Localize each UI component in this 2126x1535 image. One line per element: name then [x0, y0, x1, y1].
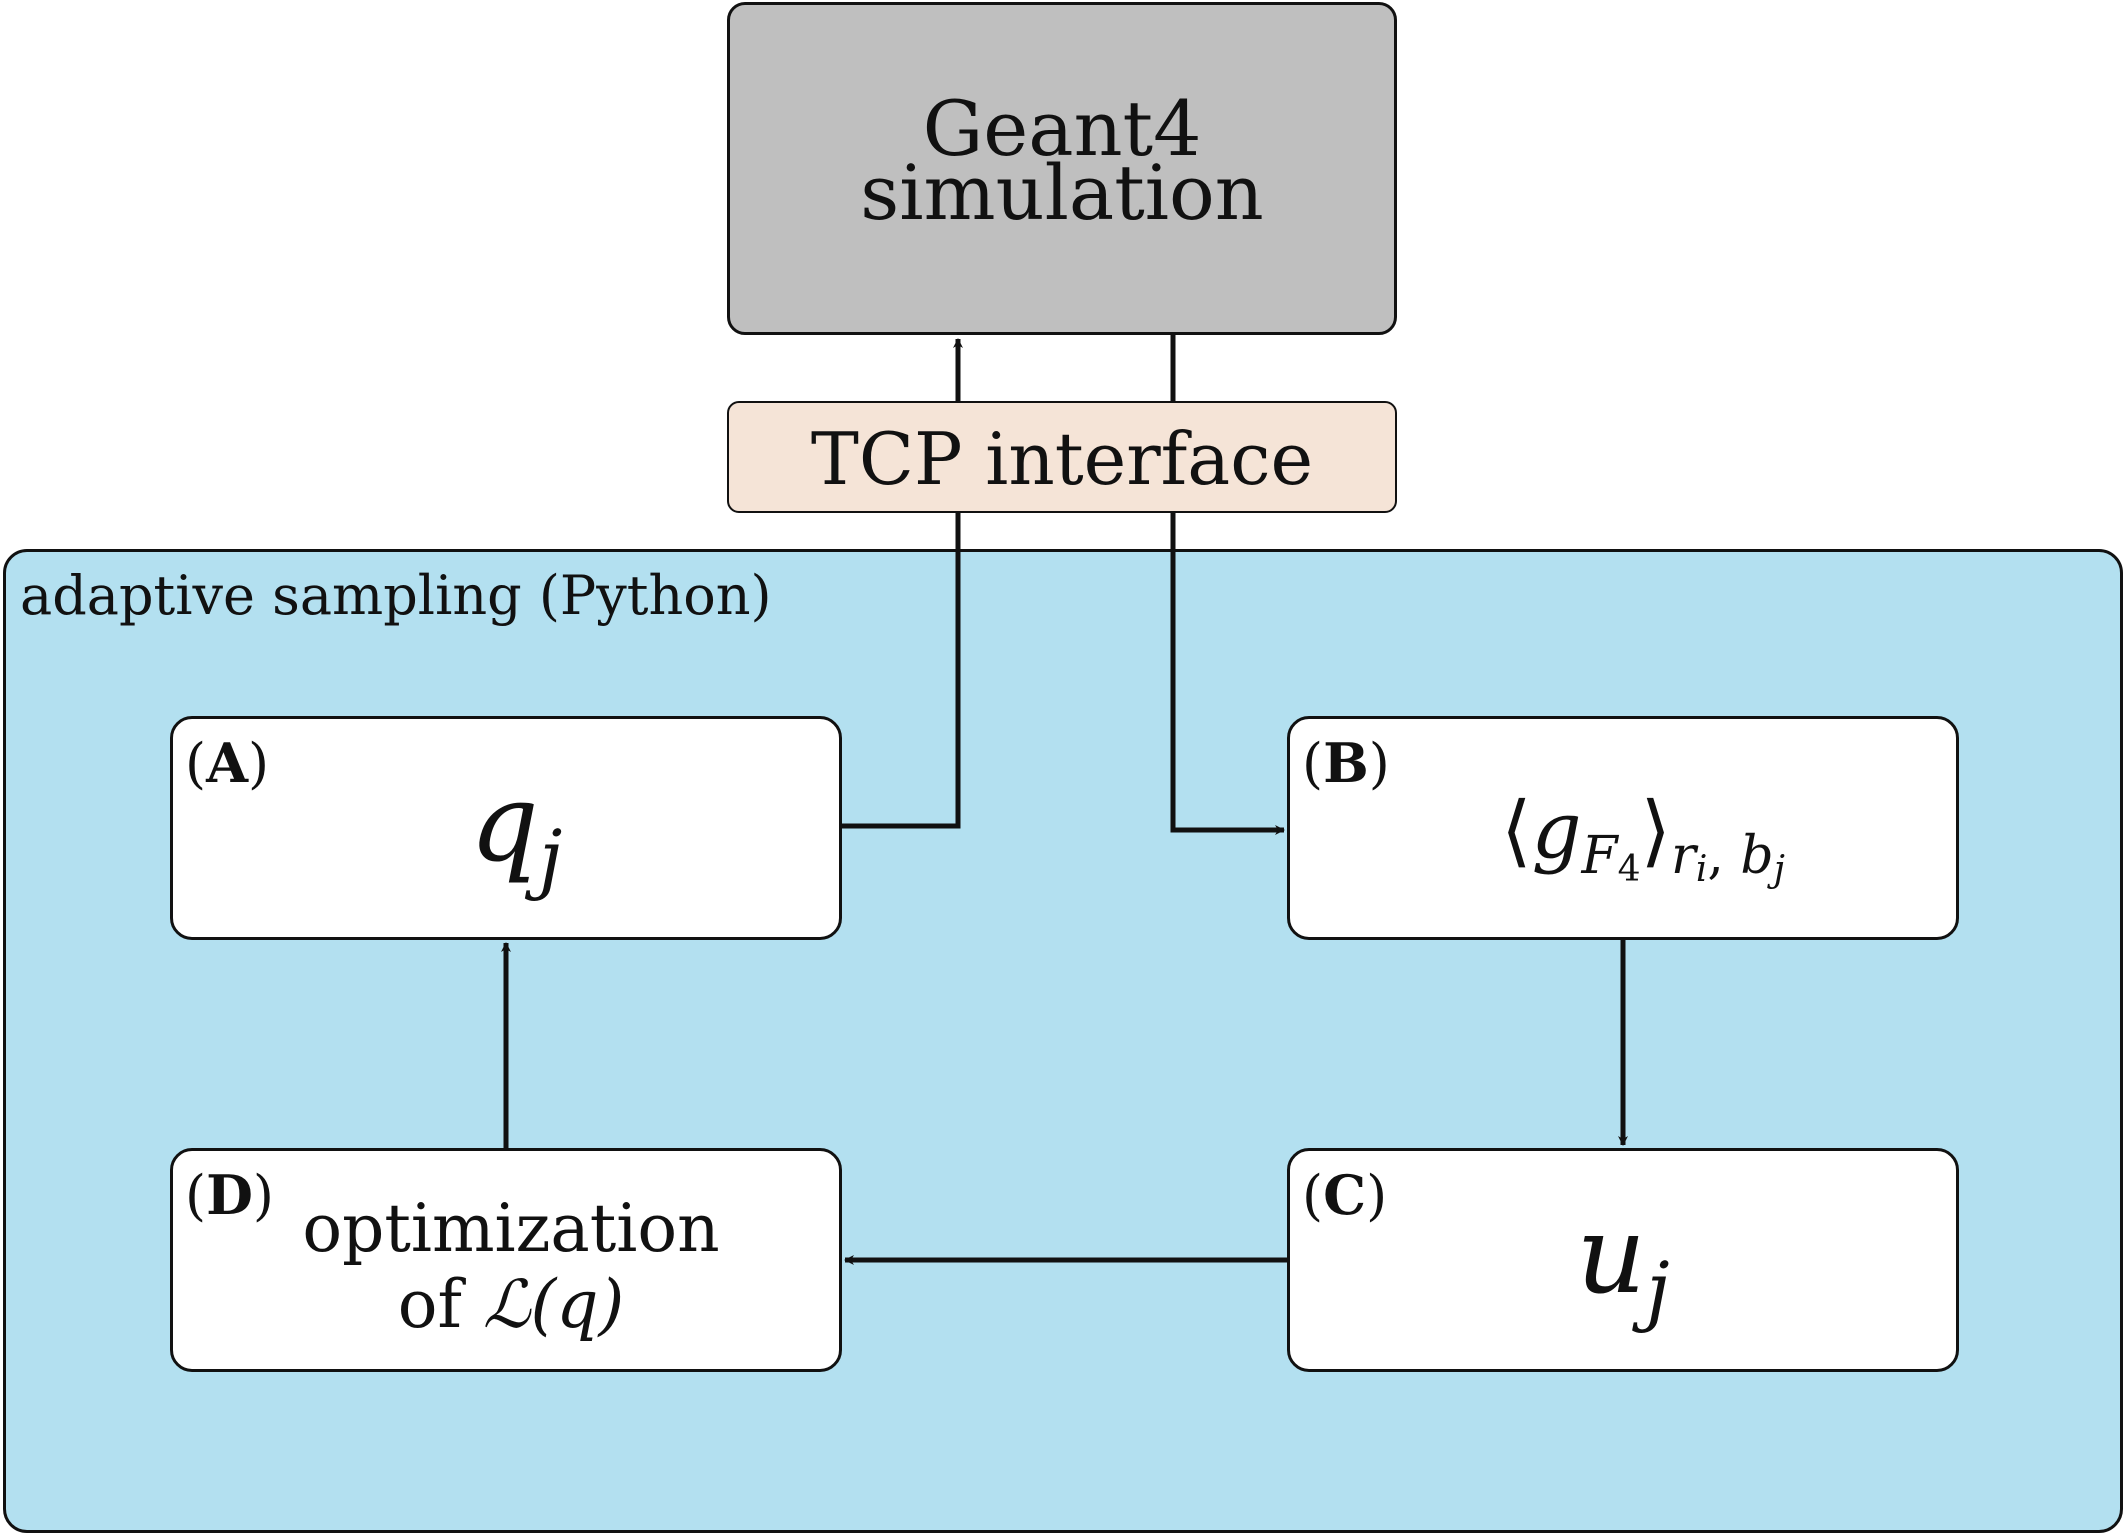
- node-c-expression: uj: [1576, 1193, 1670, 1335]
- node-c-uj: (C) uj: [1287, 1148, 1959, 1372]
- geant4-simulation-box: Geant4 simulation: [727, 2, 1397, 335]
- adaptive-sampling-label: adaptive sampling (Python): [20, 564, 772, 627]
- geant4-simulation-label: Geant4 simulation: [860, 84, 1264, 237]
- arrow-a-to-geant4: [842, 513, 961, 829]
- arrow-tcp-to-b: [1170, 513, 1285, 835]
- node-b-tag: (B): [1302, 731, 1390, 795]
- node-d-optimization: (D) optimization of ℒ(q): [170, 1148, 842, 1372]
- tcp-interface-box: TCP interface: [727, 401, 1397, 513]
- node-d-tag: (D): [185, 1163, 274, 1227]
- node-a-qj: (A) qj: [170, 716, 842, 940]
- node-a-tag: (A): [185, 731, 270, 795]
- node-a-expression: qj: [469, 761, 563, 903]
- node-b-expression: ⟨gF4⟩ri, bj: [1501, 786, 1785, 890]
- node-b-gf4: (B) ⟨gF4⟩ri, bj: [1287, 716, 1959, 940]
- node-d-label: optimization of ℒ(q): [302, 1190, 720, 1343]
- tcp-interface-label: TCP interface: [810, 417, 1314, 501]
- node-c-tag: (C): [1302, 1163, 1388, 1227]
